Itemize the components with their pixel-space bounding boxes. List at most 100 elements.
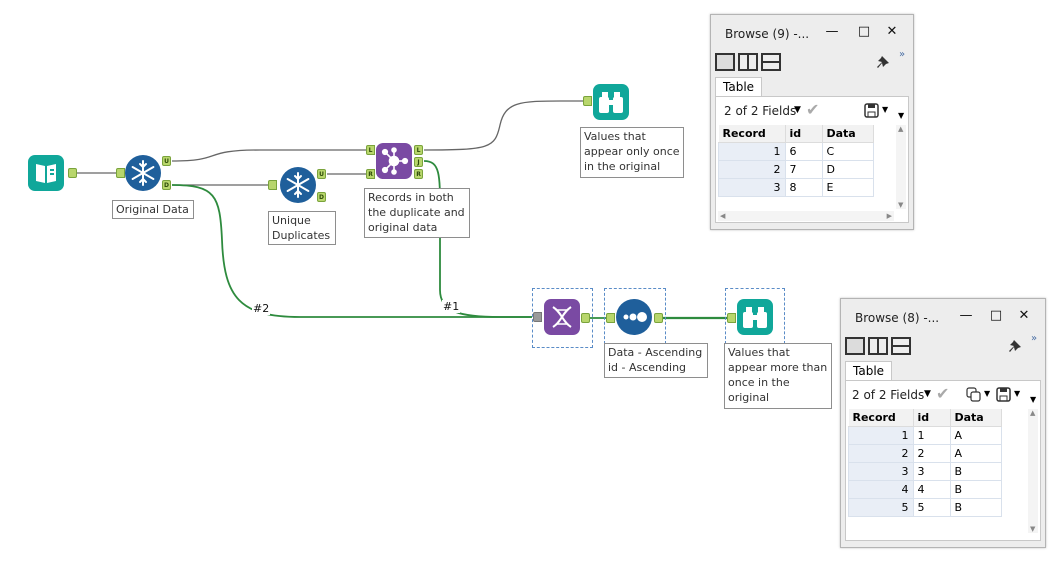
connection-unique1-u-to-join-l[interactable] [171,149,366,162]
checkmark-icon[interactable]: ✔ [936,384,950,403]
unique2-input-anchor[interactable] [268,180,277,190]
overflow-icon[interactable]: ▼ [1030,395,1037,404]
copy-icon[interactable] [966,387,982,402]
record-cell[interactable]: 2 [718,160,786,179]
input-data-tool[interactable] [28,155,64,191]
expand-chevron-icon[interactable]: » [1031,333,1038,344]
data-cell[interactable]: B [949,480,1002,499]
record-cell[interactable]: 1 [848,426,914,445]
id-cell[interactable]: 5 [912,498,951,517]
id-cell[interactable]: 2 [912,444,951,463]
browse-tool-bottom[interactable] [737,299,773,335]
browse-top-input-anchor[interactable] [583,96,592,106]
data-cell[interactable]: A [949,426,1002,445]
unique2-u-anchor[interactable]: U [317,169,326,179]
column-header-record[interactable]: Record [848,409,914,427]
data-cell[interactable]: B [949,498,1002,517]
record-cell[interactable]: 3 [718,178,786,197]
record-cell[interactable]: 1 [718,142,786,161]
fields-selector[interactable]: 2 of 2 Fields [852,388,925,402]
connection-2-unique1-d-to-union[interactable] [171,184,532,318]
save-icon[interactable] [996,387,1011,402]
maximize-button[interactable]: □ [989,308,1003,323]
copy-dropdown-icon[interactable]: ▼ [984,389,991,398]
sort-tool[interactable] [616,299,652,335]
split-horizontal-icon[interactable] [891,337,911,355]
unique1-input-anchor[interactable] [116,168,125,178]
record-cell[interactable]: 4 [848,480,914,499]
record-cell[interactable]: 3 [848,462,914,481]
table-row[interactable]: 1 6 C [718,142,874,161]
minimize-button[interactable]: — [959,308,973,323]
pin-icon[interactable] [1009,339,1023,353]
unique2-d-anchor[interactable]: D [317,192,326,202]
column-header-record[interactable]: Record [718,125,786,143]
chevron-down-icon[interactable]: ▼ [794,105,801,115]
vertical-scrollbar[interactable]: ▲▼ [896,125,906,209]
unique1-d-anchor[interactable]: D [162,180,171,190]
union-output-anchor[interactable] [581,313,590,323]
id-cell[interactable]: 4 [912,480,951,499]
split-vertical-icon[interactable] [738,53,758,71]
table-row[interactable]: 3 3 B [848,462,1002,481]
union-tool[interactable] [544,299,580,335]
sort-input-anchor[interactable] [606,313,615,323]
input-output-anchor[interactable] [68,168,77,178]
browse-bottom-input-anchor[interactable] [727,313,736,323]
join-r-output-anchor[interactable]: R [414,169,423,179]
fields-selector[interactable]: 2 of 2 Fields [724,104,797,118]
record-cell[interactable]: 5 [848,498,914,517]
unique-tool-original[interactable] [125,155,161,191]
pin-icon[interactable] [877,55,891,69]
column-header-id[interactable]: id [913,409,951,427]
checkmark-icon[interactable]: ✔ [806,100,820,119]
table-row[interactable]: 2 2 A [848,444,1002,463]
join-r-input-anchor[interactable]: R [366,169,375,179]
join-l-output-anchor[interactable]: L [414,145,423,155]
join-j-output-anchor[interactable]: J [414,157,423,167]
connection-join-l-to-browse-top[interactable] [423,100,583,151]
id-cell[interactable]: 7 [784,160,823,179]
id-cell[interactable]: 8 [784,178,823,197]
table-row[interactable]: 2 7 D [718,160,874,179]
data-cell[interactable]: C [821,142,874,161]
join-l-input-anchor[interactable]: L [366,145,375,155]
record-cell[interactable]: 2 [848,444,914,463]
save-dropdown-icon[interactable]: ▼ [1014,389,1021,398]
split-vertical-icon[interactable] [868,337,888,355]
single-view-icon[interactable] [845,337,865,355]
column-header-id[interactable]: id [785,125,823,143]
data-cell[interactable]: E [821,178,874,197]
data-cell[interactable]: B [949,462,1002,481]
maximize-button[interactable]: □ [857,24,871,39]
save-dropdown-icon[interactable]: ▼ [882,105,889,114]
close-button[interactable]: ✕ [1018,308,1030,323]
union-input-anchor[interactable] [533,312,542,322]
overflow-icon[interactable]: ▼ [898,111,905,120]
unique1-u-anchor[interactable]: U [162,156,171,166]
unique-tool-duplicates[interactable] [280,167,316,203]
tab-table[interactable]: Table [715,77,763,97]
table-row[interactable]: 1 1 A [848,426,1002,445]
id-cell[interactable]: 3 [912,462,951,481]
single-view-icon[interactable] [715,53,735,71]
tab-table[interactable]: Table [845,361,893,381]
close-button[interactable]: ✕ [886,24,898,39]
id-cell[interactable]: 1 [912,426,951,445]
table-row[interactable]: 3 8 E [718,178,874,197]
minimize-button[interactable]: — [825,24,839,39]
data-cell[interactable]: A [949,444,1002,463]
vertical-scrollbar[interactable]: ▲▼ [1028,409,1038,533]
save-icon[interactable] [864,103,879,118]
expand-chevron-icon[interactable]: » [899,49,906,60]
data-cell[interactable]: D [821,160,874,179]
table-row[interactable]: 4 4 B [848,480,1002,499]
connection-1-join-j-to-union[interactable] [423,160,532,318]
horizontal-scrollbar[interactable]: ◀▶ [718,211,894,221]
sort-output-anchor[interactable] [654,313,663,323]
split-horizontal-icon[interactable] [761,53,781,71]
id-cell[interactable]: 6 [784,142,823,161]
browse-tool-top[interactable] [593,84,629,120]
column-header-data[interactable]: Data [950,409,1002,427]
join-tool[interactable] [376,143,412,179]
